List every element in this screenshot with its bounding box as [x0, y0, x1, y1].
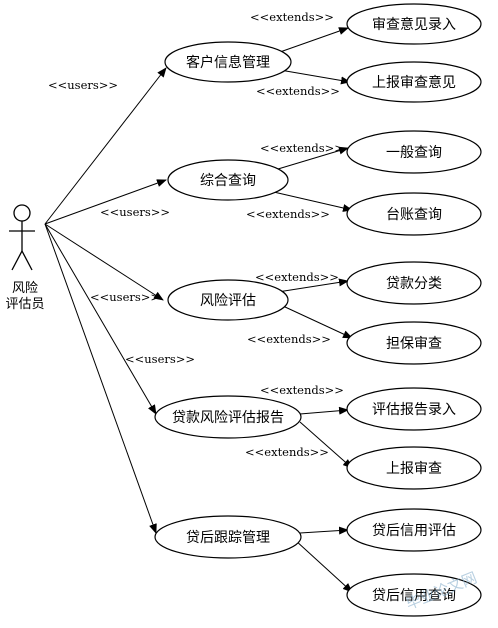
use-case-risk-assessment: 风险评估	[167, 279, 289, 321]
extends-link-s10	[294, 539, 353, 593]
use-case-label: 综合查询	[200, 173, 256, 189]
use-case-label: 贷款分类	[386, 276, 442, 292]
use-case-loan-risk-report: 贷款风险评估报告	[154, 395, 302, 439]
use-case-label: 上报审查	[386, 461, 442, 477]
use-case-label: 客户信息管理	[186, 54, 270, 71]
use-case-label: 审查意见录入	[372, 16, 456, 33]
extends-link-s3	[267, 146, 349, 173]
extends-label: <<extends>>	[256, 84, 340, 98]
use-case-label: 上报审查意见	[372, 74, 456, 91]
use-case-label: 担保审查	[386, 336, 442, 352]
use-case-report-review-opinion: 上报审查意见	[346, 61, 482, 103]
use-case-label: 台账查询	[386, 207, 442, 223]
extends-label: <<extends>>	[250, 10, 334, 24]
users-label: <<users>>	[90, 290, 160, 304]
use-case-label: 贷后跟踪管理	[186, 530, 270, 546]
use-case-review-opinion-entry: 审查意见录入	[346, 3, 482, 45]
actor-figure	[9, 204, 35, 271]
extends-link-s4	[264, 189, 353, 212]
extends-label: <<extends>>	[260, 383, 344, 397]
users-link-m4	[44, 223, 157, 415]
use-case-report-review: 上报审查	[346, 446, 482, 490]
use-case-label: 评估报告录入	[372, 402, 456, 418]
use-case-post-loan-tracking: 贷后跟踪管理	[154, 515, 302, 559]
use-case-label: 一般查询	[386, 145, 442, 161]
users-label: <<users>>	[100, 205, 170, 219]
actor-head	[13, 204, 31, 222]
extends-link-s1	[279, 27, 349, 53]
use-case-guarantee-review: 担保审查	[346, 321, 482, 365]
users-link-m1	[44, 67, 167, 225]
extends-label: <<extends>>	[246, 207, 330, 221]
extends-link-s2	[279, 69, 351, 85]
use-case-assessment-report-entry: 评估报告录入	[346, 387, 482, 431]
use-case-label: 贷款风险评估报告	[172, 410, 284, 426]
extends-link-s9	[299, 526, 349, 535]
actor-label-line1: 风险	[12, 281, 38, 296]
users-label: <<users>>	[48, 78, 118, 92]
users-label: <<users>>	[125, 352, 195, 366]
use-case-label: 贷后信用查询	[372, 588, 456, 604]
use-case-ledger-query: 台账查询	[346, 192, 482, 236]
use-case-label: 贷后信用评估	[372, 523, 456, 539]
users-link-m5	[44, 223, 157, 534]
extends-label: <<extends>>	[245, 445, 329, 459]
extends-label: <<extends>>	[255, 270, 339, 284]
use-case-post-loan-credit-query: 贷后信用查询	[346, 573, 482, 617]
extends-link-s8	[299, 421, 353, 469]
use-case-label: 风险评估	[200, 293, 256, 309]
actor-leg-left	[11, 250, 23, 271]
use-case-general-search: 一般查询	[346, 130, 482, 174]
extends-label: <<extends>>	[247, 332, 331, 346]
actor-leg-right	[21, 250, 33, 271]
users-link-m3	[44, 223, 164, 301]
actor-label-line2: 评估员	[5, 297, 44, 312]
use-case-customer-info: 客户信息管理	[164, 41, 292, 83]
extends-label: <<extends>>	[260, 141, 344, 155]
use-case-loan-classification: 贷款分类	[346, 261, 482, 305]
use-case-general-query: 综合查询	[167, 159, 289, 201]
users-link-m2	[44, 179, 167, 225]
use-case-post-loan-credit-assessment: 贷后信用评估	[346, 508, 482, 552]
extends-link-s7	[299, 406, 349, 415]
